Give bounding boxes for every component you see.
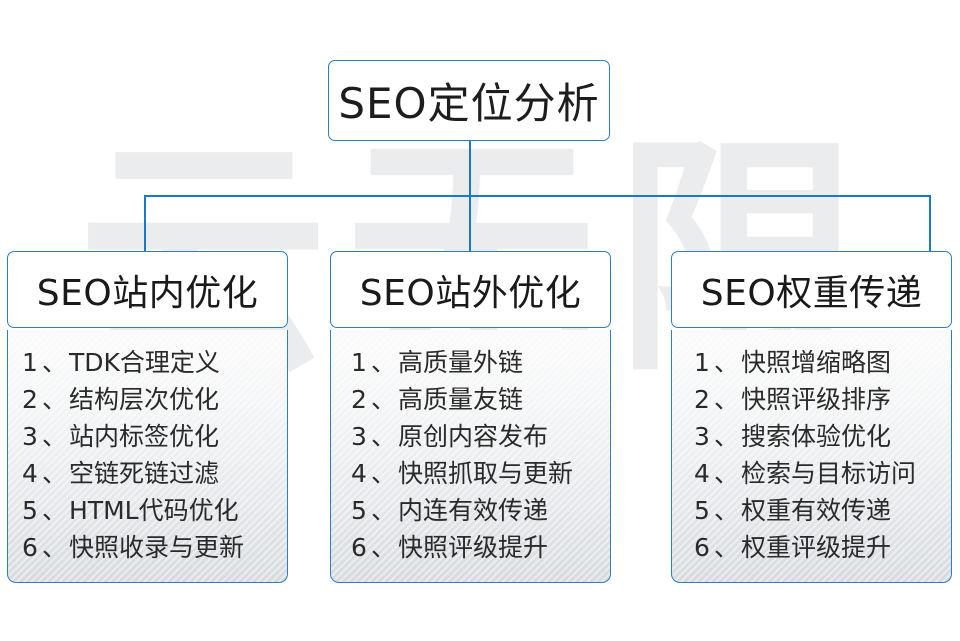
branch-header-2[interactable]: SEO站外优化 xyxy=(330,251,611,328)
item-text: 权重有效传递 xyxy=(741,496,892,525)
item-separator: 、 xyxy=(371,385,397,414)
item-separator: 、 xyxy=(714,385,740,414)
item-number: 5 xyxy=(22,496,38,525)
item-list-2: 1 、 高质量外链 2 、 高质量友链 3 、 原创内容发布 4 、 快 xyxy=(331,344,610,566)
list-item[interactable]: 6 、 权重评级提升 xyxy=(694,529,951,566)
list-item[interactable]: 6 、 快照评级提升 xyxy=(351,529,610,566)
item-number: 4 xyxy=(694,459,710,488)
item-separator: 、 xyxy=(714,422,740,451)
branch-header-3[interactable]: SEO权重传递 xyxy=(671,251,952,328)
item-number: 1 xyxy=(22,348,38,377)
item-text: 空链死链过滤 xyxy=(69,459,220,488)
item-text: 快照评级提升 xyxy=(398,533,549,562)
list-item[interactable]: 1 、 高质量外链 xyxy=(351,344,610,381)
item-text: 快照评级排序 xyxy=(741,385,892,414)
connector-branch-3 xyxy=(929,195,931,252)
list-item[interactable]: 1 、 快照增缩略图 xyxy=(694,344,951,381)
list-item[interactable]: 1 、 TDK合理定义 xyxy=(22,344,287,381)
item-text: 内连有效传递 xyxy=(398,496,549,525)
list-item[interactable]: 3 、 搜索体验优化 xyxy=(694,418,951,455)
item-number: 4 xyxy=(351,459,367,488)
item-text: 原创内容发布 xyxy=(398,422,549,451)
root-node-label: SEO定位分析 xyxy=(338,79,600,128)
item-text: 权重评级提升 xyxy=(741,533,892,562)
list-item[interactable]: 2 、 快照评级排序 xyxy=(694,381,951,418)
item-text: 搜索体验优化 xyxy=(741,422,892,451)
item-separator: 、 xyxy=(714,459,740,488)
item-text: 结构层次优化 xyxy=(69,385,220,414)
branch-column-1: SEO站内优化 1 、 TDK合理定义 2 、 结构层次优化 3 、 站内标签优… xyxy=(7,251,288,583)
branch-header-label-3: SEO权重传递 xyxy=(700,272,923,314)
branch-body-3: 1 、 快照增缩略图 2 、 快照评级排序 3 、 搜索体验优化 4 、 xyxy=(671,330,952,583)
item-number: 5 xyxy=(694,496,710,525)
item-number: 6 xyxy=(351,533,367,562)
list-item[interactable]: 2 、 结构层次优化 xyxy=(22,381,287,418)
list-item[interactable]: 4 、 空链死链过滤 xyxy=(22,455,287,492)
item-separator: 、 xyxy=(714,348,740,377)
item-separator: 、 xyxy=(371,496,397,525)
item-number: 1 xyxy=(694,348,710,377)
item-separator: 、 xyxy=(371,459,397,488)
connector-horizontal-bar xyxy=(144,195,931,197)
item-list-1: 1 、 TDK合理定义 2 、 结构层次优化 3 、 站内标签优化 4 、 xyxy=(8,344,287,566)
item-text: 快照增缩略图 xyxy=(741,348,892,377)
item-number: 4 xyxy=(22,459,38,488)
item-text: 高质量友链 xyxy=(398,385,524,414)
connector-branch-2 xyxy=(469,195,471,252)
item-text: 快照抓取与更新 xyxy=(398,459,574,488)
list-item[interactable]: 3 、 站内标签优化 xyxy=(22,418,287,455)
item-separator: 、 xyxy=(371,422,397,451)
item-text: TDK合理定义 xyxy=(69,348,220,377)
item-separator: 、 xyxy=(42,496,68,525)
item-text: 站内标签优化 xyxy=(69,422,220,451)
item-separator: 、 xyxy=(714,533,740,562)
connector-branch-1 xyxy=(144,195,146,252)
list-item[interactable]: 4 、 检索与目标访问 xyxy=(694,455,951,492)
list-item[interactable]: 5 、 HTML代码优化 xyxy=(22,492,287,529)
item-number: 2 xyxy=(22,385,38,414)
item-number: 6 xyxy=(22,533,38,562)
branch-column-3: SEO权重传递 1 、 快照增缩略图 2 、 快照评级排序 3 、 搜索体验优化 xyxy=(671,251,952,583)
connector-root-down xyxy=(469,140,471,197)
list-item[interactable]: 2 、 高质量友链 xyxy=(351,381,610,418)
list-item[interactable]: 5 、 内连有效传递 xyxy=(351,492,610,529)
branch-body-1: 1 、 TDK合理定义 2 、 结构层次优化 3 、 站内标签优化 4 、 xyxy=(7,330,288,583)
item-separator: 、 xyxy=(371,533,397,562)
item-number: 1 xyxy=(351,348,367,377)
list-item[interactable]: 4 、 快照抓取与更新 xyxy=(351,455,610,492)
item-text: HTML代码优化 xyxy=(69,496,239,525)
item-text: 快照收录与更新 xyxy=(69,533,245,562)
item-separator: 、 xyxy=(42,385,68,414)
list-item[interactable]: 3 、 原创内容发布 xyxy=(351,418,610,455)
root-node[interactable]: SEO定位分析 xyxy=(328,60,610,141)
item-text: 高质量外链 xyxy=(398,348,524,377)
item-number: 2 xyxy=(694,385,710,414)
item-separator: 、 xyxy=(42,533,68,562)
item-separator: 、 xyxy=(42,459,68,488)
list-item[interactable]: 5 、 权重有效传递 xyxy=(694,492,951,529)
item-separator: 、 xyxy=(42,348,68,377)
list-item[interactable]: 6 、 快照收录与更新 xyxy=(22,529,287,566)
item-number: 2 xyxy=(351,385,367,414)
item-number: 3 xyxy=(694,422,710,451)
item-separator: 、 xyxy=(714,496,740,525)
branch-header-label-1: SEO站内优化 xyxy=(36,272,259,314)
branch-body-2: 1 、 高质量外链 2 、 高质量友链 3 、 原创内容发布 4 、 快 xyxy=(330,330,611,583)
item-number: 3 xyxy=(351,422,367,451)
item-text: 检索与目标访问 xyxy=(741,459,917,488)
item-number: 3 xyxy=(22,422,38,451)
item-number: 5 xyxy=(351,496,367,525)
item-list-3: 1 、 快照增缩略图 2 、 快照评级排序 3 、 搜索体验优化 4 、 xyxy=(672,344,951,566)
branch-column-2: SEO站外优化 1 、 高质量外链 2 、 高质量友链 3 、 原创内容发布 xyxy=(330,251,611,583)
item-separator: 、 xyxy=(371,348,397,377)
branch-header-label-2: SEO站外优化 xyxy=(359,272,582,314)
item-separator: 、 xyxy=(42,422,68,451)
item-number: 6 xyxy=(694,533,710,562)
branch-header-1[interactable]: SEO站内优化 xyxy=(7,251,288,328)
